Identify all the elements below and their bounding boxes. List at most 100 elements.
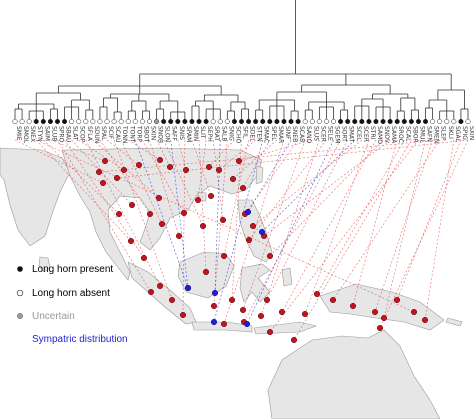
- tip-state-marker: [458, 118, 464, 125]
- occurrence-point: [166, 163, 174, 171]
- locality-link-line: [238, 139, 313, 162]
- australia: [267, 329, 441, 419]
- occurrence-points: [95, 156, 429, 344]
- tip-state-marker: [302, 118, 308, 125]
- tip-state-marker: [465, 118, 471, 125]
- locality-link-line: [293, 139, 412, 341]
- tip-state-marker: [246, 118, 252, 125]
- tip-label: SORT: [341, 126, 348, 142]
- occurrence-point: [180, 209, 188, 217]
- tip-label: SROC: [397, 126, 404, 143]
- tip-label: SMAT: [348, 126, 355, 143]
- locality-link-line: [374, 139, 433, 313]
- tip-state-marker: [238, 118, 245, 125]
- occurrence-point: [410, 308, 418, 316]
- tip-state-marker: [430, 118, 436, 125]
- new-guinea: [319, 283, 445, 331]
- phylogenetic-tree: [14, 0, 469, 120]
- tip-label: TONN: [121, 125, 128, 143]
- occurrence-point: [210, 302, 218, 310]
- tip-label: SFLA: [86, 126, 93, 142]
- legend-present-label: Long horn present: [32, 264, 113, 275]
- tip-label: SXIN: [149, 126, 156, 140]
- tip-label: SGEM: [334, 126, 341, 143]
- tip-state-marker: [401, 118, 407, 125]
- tip-label: SCIF: [107, 126, 114, 140]
- tip-state-marker: [139, 118, 145, 125]
- tip-state-marker: [267, 118, 273, 125]
- tip-label: SNOB: [157, 126, 164, 143]
- locality-link-line: [177, 139, 187, 171]
- tip-label: SCHO: [234, 126, 241, 144]
- locality-link-line: [379, 139, 469, 329]
- locality-link-line: [156, 139, 171, 168]
- tip-state-marker: [154, 118, 160, 125]
- occurrence-point: [147, 288, 155, 296]
- occurrence-point: [376, 324, 384, 332]
- tip-label: SAMO: [376, 126, 383, 144]
- tip-label: SGAL: [454, 126, 461, 143]
- tip-label: SMOL: [22, 126, 29, 144]
- tip-state-marker: [437, 118, 443, 125]
- tip-state-marker: [224, 118, 230, 125]
- tip-label: SINF: [284, 126, 291, 140]
- locality-link-line: [424, 139, 455, 321]
- locality-link-line: [85, 139, 161, 287]
- tip-label: SXIN: [468, 126, 474, 140]
- locality-link-line: [383, 139, 426, 319]
- tip-state-marker: [281, 118, 287, 125]
- tip-label: SAFN: [426, 126, 433, 142]
- tip-state-marker: [309, 118, 315, 125]
- locality-link-line: [57, 139, 152, 293]
- tip-label: STEN: [256, 126, 263, 142]
- tip-state-marker: [12, 118, 18, 125]
- tip-state-marker: [451, 118, 457, 125]
- occurrence-point: [239, 184, 247, 192]
- tip-state-marker: [47, 118, 53, 125]
- sympatric-link-line: [213, 139, 264, 323]
- locality-link-line: [191, 139, 212, 197]
- tip-state-marker: [387, 118, 393, 125]
- sympatric-link-line: [246, 139, 334, 325]
- tip-label: SLEP: [440, 126, 447, 141]
- tip-state-marker: [26, 118, 32, 125]
- tip-state-marker: [316, 118, 322, 125]
- occurrence-point: [329, 296, 337, 304]
- occurrence-point: [219, 216, 227, 224]
- locality-link-line: [252, 139, 363, 227]
- sympatric-link-line: [247, 139, 292, 213]
- occurrence-point: [245, 236, 253, 244]
- tip-label: SBOR: [411, 126, 418, 143]
- legend-sympatric-label: Sympatric distribution: [32, 334, 128, 345]
- locality-link-line: [281, 139, 377, 313]
- tip-state-marker: [380, 118, 386, 125]
- tip-state-marker: [83, 118, 89, 125]
- legend-absent-marker: [16, 289, 24, 297]
- occurrence-point: [155, 194, 163, 202]
- tip-label: SALB: [220, 126, 227, 141]
- sympatric-link-line: [214, 139, 221, 294]
- occurrence-point: [179, 311, 187, 319]
- tip-label: SMAC: [263, 126, 270, 143]
- tip-state-marker: [132, 118, 138, 125]
- tip-state-marker: [76, 118, 82, 125]
- tip-label: SPRO: [57, 126, 64, 143]
- locality-link-line: [36, 139, 132, 242]
- legend-uncertain-label: Uncertain: [32, 311, 75, 322]
- sympatric-point: [184, 284, 192, 292]
- solomon-islands: [445, 317, 463, 327]
- tip-label: SCAB: [298, 126, 305, 142]
- occurrence-point: [393, 296, 401, 304]
- occurrence-point: [235, 157, 243, 165]
- occurrence-point: [266, 252, 274, 260]
- tip-state-marker: [97, 118, 103, 125]
- locality-link-line: [223, 139, 285, 325]
- map: [0, 147, 463, 419]
- tip-to-locality-links: [14, 139, 469, 341]
- tip-label: SLUS: [312, 126, 319, 141]
- tip-state-marker: [175, 118, 181, 125]
- occurrence-point: [257, 312, 265, 320]
- tip-label: SPIG: [461, 126, 468, 140]
